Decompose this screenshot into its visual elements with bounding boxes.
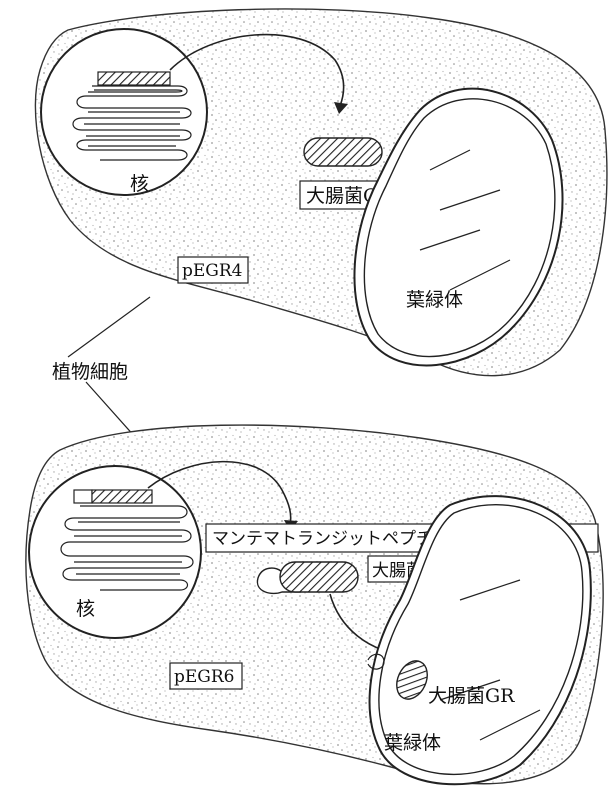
bottom-panel: 核 マンテマトランジットペプチド＋ 大腸菌GR 大腸菌GR 葉緑体 pEGR6 — [26, 425, 603, 784]
bottom-transit-peptide-segment — [74, 490, 92, 503]
plant-cell-callout: 植物細胞 — [52, 297, 150, 438]
top-plasmid-label: pEGR4 — [182, 261, 243, 281]
callout-line-bottom — [86, 382, 136, 438]
bottom-chloroplast-label: 葉緑体 — [384, 732, 441, 754]
top-panel: 核 大腸菌GR 葉緑体 pEGR4 — [35, 9, 606, 376]
top-chloroplast-label: 葉緑体 — [406, 289, 463, 311]
bottom-nucleus-label: 核 — [76, 598, 95, 620]
plant-cell-label: 植物細胞 — [52, 361, 128, 383]
top-gene-insert — [98, 72, 170, 85]
bottom-plasmid-label: pEGR6 — [174, 667, 235, 687]
top-gr-product — [304, 138, 382, 166]
bottom-fusion-product — [280, 562, 358, 592]
top-nucleus-label: 核 — [130, 173, 149, 195]
callout-line-top — [68, 297, 150, 357]
bottom-imported-label: 大腸菌GR — [428, 685, 515, 707]
bottom-gene-insert — [92, 490, 152, 503]
